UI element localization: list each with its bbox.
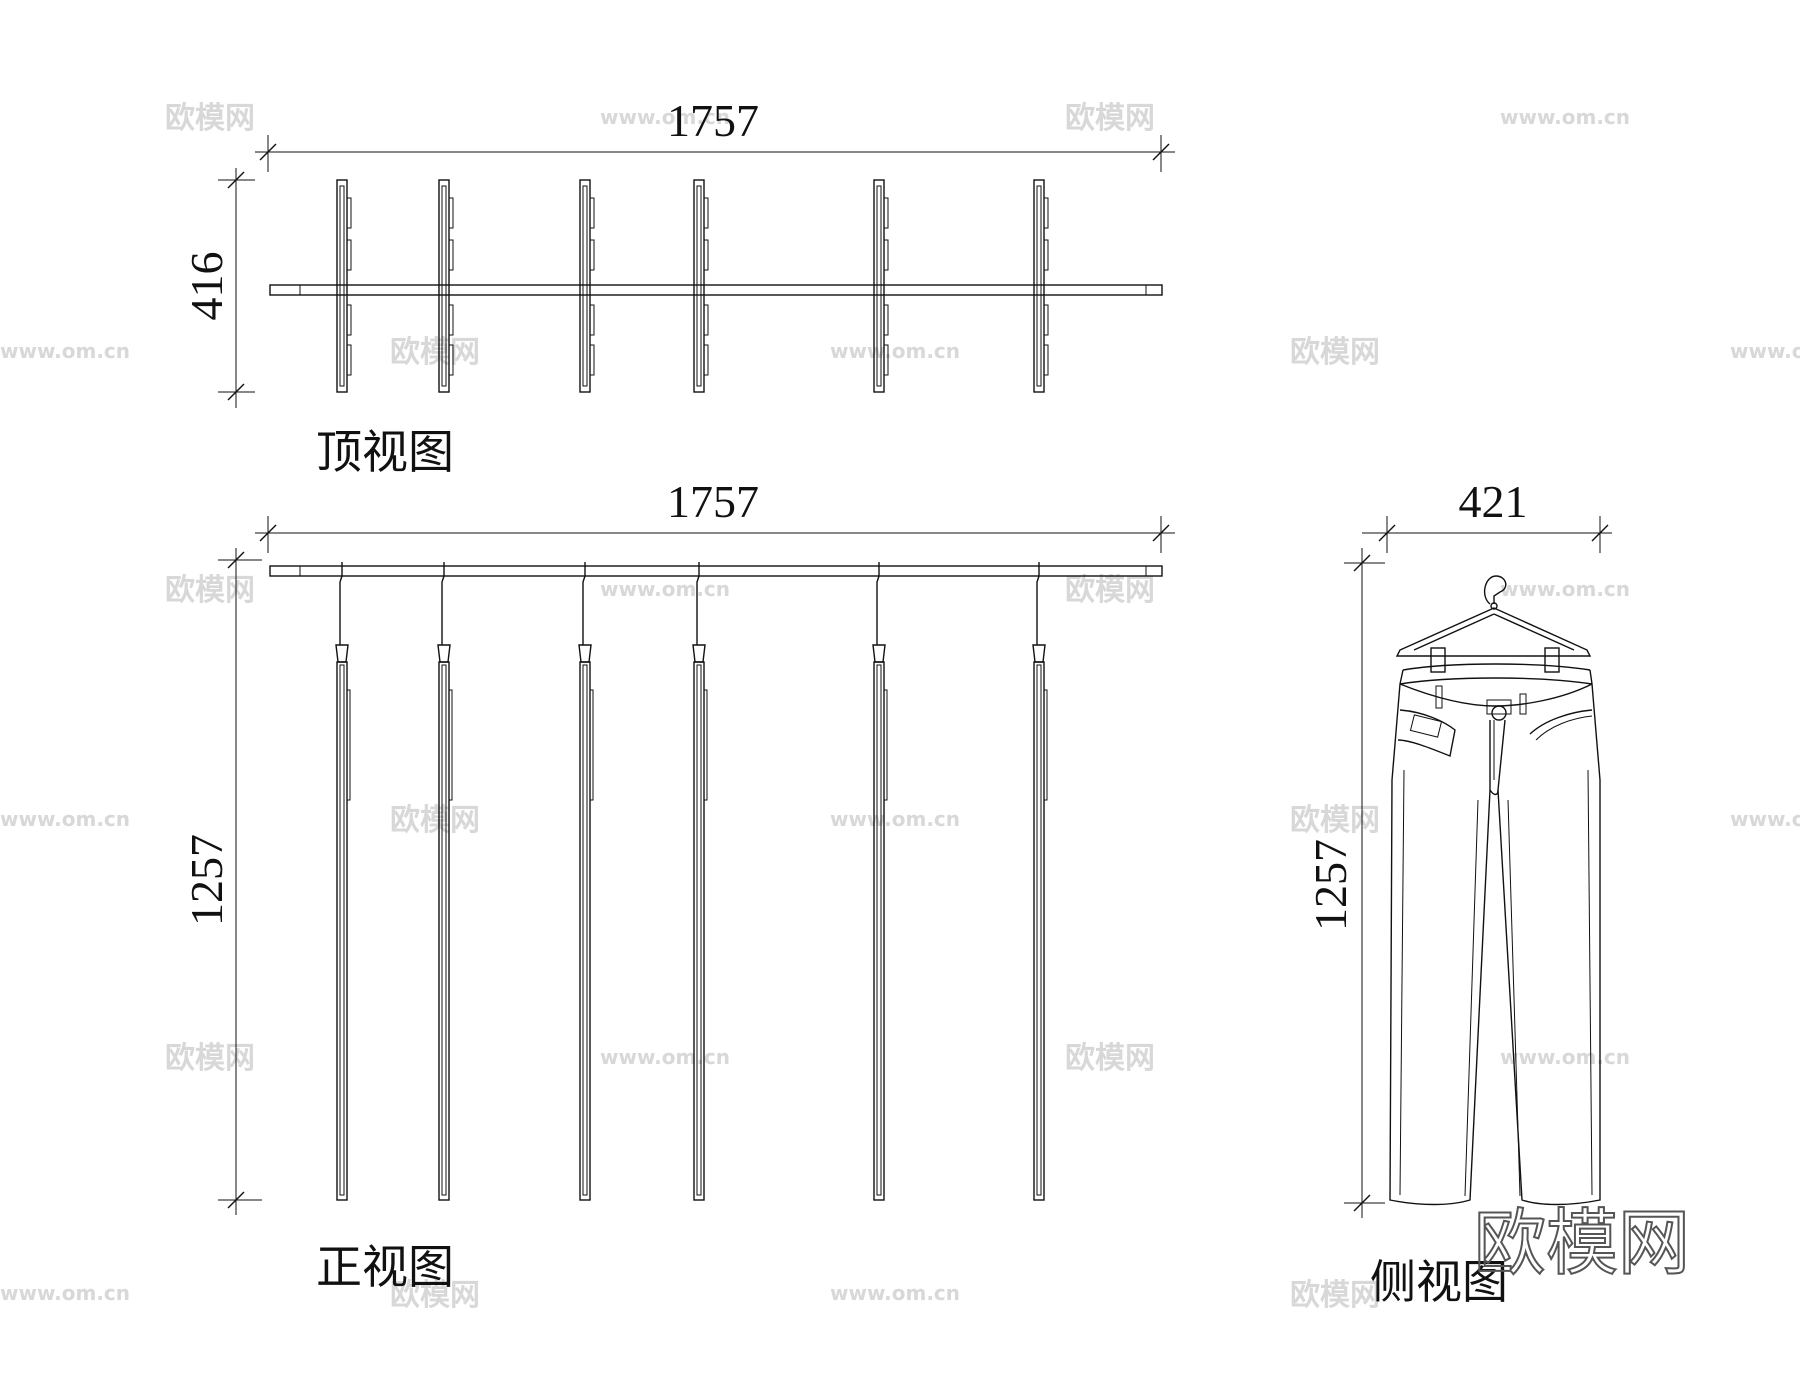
top-view: 1757 416 bbox=[181, 95, 1175, 479]
side-view-height-dimension: 1257 bbox=[1305, 548, 1385, 1218]
watermark-url: www.om.cn bbox=[1730, 339, 1800, 363]
watermark-url: www.om.cn bbox=[600, 577, 730, 601]
top-view-hanger bbox=[873, 179, 889, 393]
watermark-url: www.om.cn bbox=[0, 1281, 130, 1305]
front-view-width-dimension: 1757 bbox=[255, 476, 1175, 553]
watermark-url: www.om.cn bbox=[0, 339, 130, 363]
watermark-url: www.om.cn bbox=[600, 105, 730, 129]
front-view-garment bbox=[578, 562, 594, 1201]
watermark-brand: 欧模网 bbox=[390, 803, 480, 838]
front-view-height-label: 1257 bbox=[181, 834, 232, 926]
front-view-width-label: 1757 bbox=[667, 476, 759, 527]
top-view-hangers bbox=[336, 179, 1049, 393]
side-view: 421 1257 bbox=[1305, 476, 1612, 1309]
watermark-url: www.om.cn bbox=[830, 339, 960, 363]
watermark-layer: 欧模网 www.om.cn 欧模网 www.om.cn www.om.cn 欧模… bbox=[0, 101, 1800, 1313]
front-view-garment bbox=[335, 562, 351, 1201]
top-view-caption: 顶视图 bbox=[316, 425, 454, 479]
watermark-url: www.om.cn bbox=[1500, 105, 1630, 129]
side-view-height-label: 1257 bbox=[1305, 839, 1356, 931]
trousers-illustration bbox=[1389, 663, 1601, 1206]
watermark-brand: 欧模网 bbox=[1290, 1278, 1380, 1313]
watermark-url: www.om.cn bbox=[0, 807, 130, 831]
watermark-url: www.om.cn bbox=[830, 1281, 960, 1305]
front-view-rail bbox=[269, 565, 1163, 577]
front-view-garment bbox=[437, 562, 453, 1201]
top-view-width-label: 1757 bbox=[667, 95, 759, 146]
watermark-url: www.om.cn bbox=[1500, 577, 1630, 601]
side-view-width-dimension: 421 bbox=[1362, 476, 1612, 553]
top-view-hanger bbox=[579, 179, 595, 393]
top-view-width-dimension: 1757 bbox=[255, 95, 1175, 172]
top-view-rail bbox=[269, 284, 1163, 296]
top-view-hanger bbox=[438, 179, 454, 393]
top-view-hanger bbox=[1033, 179, 1049, 393]
front-view-garment bbox=[1032, 562, 1048, 1201]
watermark-brand: 欧模网 bbox=[390, 335, 480, 370]
side-view-width-label: 421 bbox=[1459, 476, 1528, 527]
side-view-caption: 侧视图 bbox=[1370, 1255, 1508, 1309]
watermark-brand: 欧模网 bbox=[1290, 335, 1380, 370]
front-view-garment bbox=[692, 562, 708, 1201]
watermark-brand-large: 欧模网 bbox=[1474, 1201, 1690, 1285]
watermark-brand: 欧模网 bbox=[1065, 1041, 1155, 1076]
watermark-url: www.om.cn bbox=[830, 807, 960, 831]
front-view-garment bbox=[872, 562, 888, 1201]
front-view-height-dimension: 1257 bbox=[181, 548, 262, 1215]
side-view-hanger bbox=[1395, 575, 1592, 673]
watermark-brand: 欧模网 bbox=[1290, 803, 1380, 838]
front-view-caption: 正视图 bbox=[316, 1240, 454, 1294]
watermark-brand: 欧模网 bbox=[1065, 101, 1155, 136]
watermark-url: www.om.cn bbox=[1730, 807, 1800, 831]
top-view-hanger bbox=[693, 179, 709, 393]
watermark-brand: 欧模网 bbox=[165, 1041, 255, 1076]
top-view-hanger bbox=[336, 179, 352, 393]
watermark-brand: 欧模网 bbox=[165, 101, 255, 136]
front-view-hangers bbox=[335, 562, 1048, 1201]
watermark-url: www.om.cn bbox=[600, 1045, 730, 1069]
watermark-url: www.om.cn bbox=[1500, 1045, 1630, 1069]
top-view-depth-dimension: 416 bbox=[181, 168, 255, 408]
watermark-brand: 欧模网 bbox=[1065, 573, 1155, 608]
watermark-brand: 欧模网 bbox=[390, 1278, 480, 1313]
top-view-depth-label: 416 bbox=[181, 252, 232, 321]
front-view: 1757 1257 bbox=[181, 476, 1175, 1294]
watermark-brand: 欧模网 bbox=[165, 573, 255, 608]
